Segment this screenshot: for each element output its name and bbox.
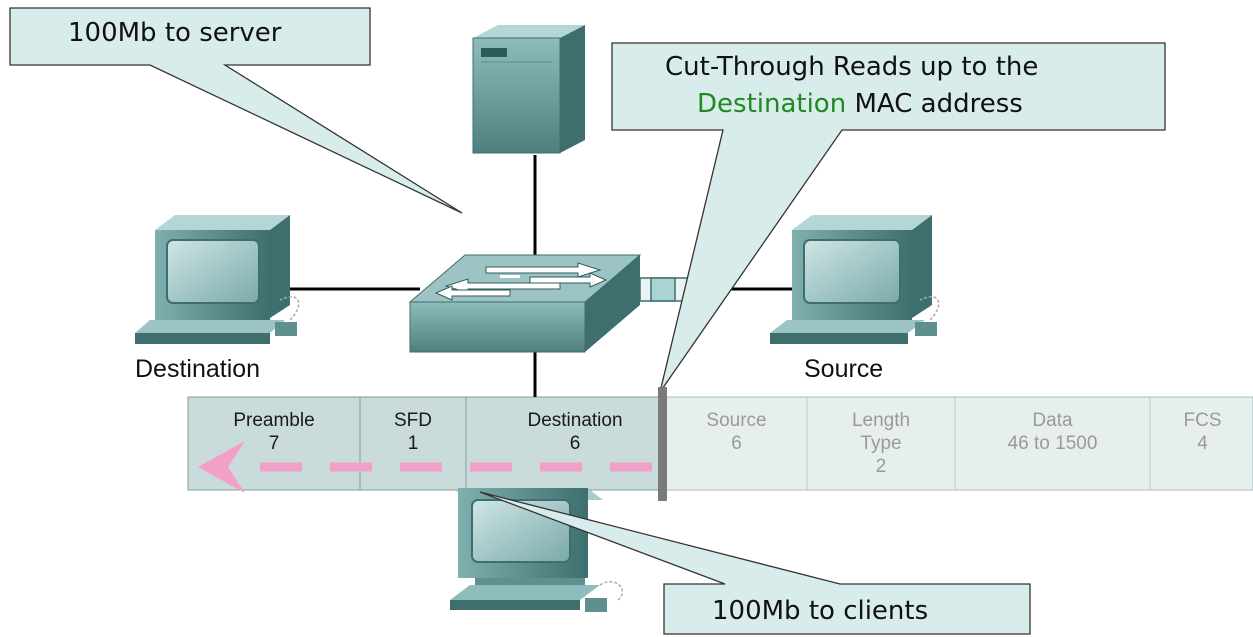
frame-field-bytes: 7	[268, 433, 280, 454]
callout-clients-text: 100Mb to clients	[712, 596, 929, 626]
frame-field-bytes: 1	[407, 433, 419, 454]
server-icon	[472, 25, 585, 154]
frame-field-name: Data	[1032, 410, 1073, 431]
frame-field-destination: Destination 6	[490, 409, 660, 455]
frame-field-length-type: Length Type 2	[809, 409, 953, 478]
frame-field-name: Destination	[527, 410, 623, 431]
frame-field-bytes: 6	[731, 433, 742, 454]
frame-field-data: Data 46 to 1500	[957, 409, 1148, 455]
frame-field-fcs: FCS 4	[1152, 409, 1253, 455]
switch-icon	[408, 254, 642, 353]
switch-port-icon	[639, 277, 695, 302]
callout-server	[9, 7, 463, 214]
source-computer-icon	[770, 215, 940, 344]
read-boundary-marker	[658, 387, 667, 501]
frame-field-name: FCS	[1183, 410, 1222, 431]
frame-field-name: Source	[706, 410, 767, 431]
frame-field-bytes: 6	[569, 433, 581, 454]
callout-clients	[479, 491, 1031, 635]
frame-field-name: Length	[851, 410, 911, 431]
frame-field-bytes: 4	[1197, 433, 1208, 454]
callout-cut-through	[611, 42, 1166, 393]
frame-field-bytes: Type	[860, 433, 902, 454]
callout-server-text: 100Mb to server	[68, 18, 282, 48]
callout-cut-through-line2: Destination MAC address	[697, 89, 1023, 119]
frame-field-preamble: Preamble 7	[200, 409, 348, 455]
destination-host-label: Destination	[135, 355, 261, 383]
destination-computer-icon	[135, 215, 300, 344]
destination-highlight: Destination	[697, 89, 847, 119]
frame-field-source: Source 6	[668, 409, 805, 455]
callout-cut-through-line1: Cut-Through Reads up to the	[665, 52, 1039, 82]
ethernet-frame	[187, 396, 1253, 491]
source-host-label: Source	[804, 355, 884, 383]
read-direction-arrow	[198, 441, 652, 493]
frame-field-sfd: SFD 1	[362, 409, 464, 455]
frame-field-name: SFD	[394, 410, 432, 431]
frame-field-name: Preamble	[233, 410, 315, 431]
frame-field-extra: 2	[875, 456, 887, 477]
frame-field-bytes: 46 to 1500	[1007, 433, 1098, 454]
callout-cut-through-rest: MAC address	[846, 89, 1023, 119]
